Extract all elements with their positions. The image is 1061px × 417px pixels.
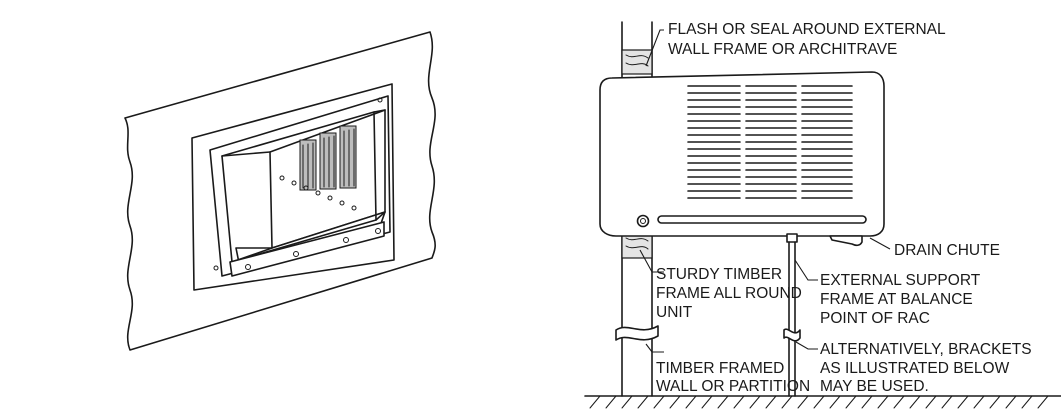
section-illustration: FLASH OR SEAL AROUND EXTERNAL WALL FRAME…: [584, 21, 1061, 409]
rail-screws: [245, 228, 381, 270]
sleeve-base-rail: [229, 221, 385, 277]
label-sturdy-line-3: UNIT: [656, 304, 693, 321]
label-support-line-2: FRAME AT BALANCE: [820, 291, 973, 308]
sleeve-front-frame: [209, 95, 391, 277]
leader-lines: [639, 29, 891, 353]
floor-holes: [279, 175, 357, 211]
external-support-post: [783, 233, 801, 397]
ac-grille: [687, 85, 853, 199]
ac-bottom-vent: [657, 215, 867, 224]
ground-hatching: [589, 395, 1049, 409]
label-alt-line-1: ALTERNATIVELY, BRACKETS: [820, 341, 1032, 358]
wall-sleeve-illustration: [124, 31, 436, 351]
label-sturdy-line-2: FRAME ALL ROUND: [656, 285, 802, 302]
label-alt-line-2: AS ILLUSTRATED BELOW: [820, 360, 1010, 377]
ac-unit-body: [599, 71, 885, 237]
label-sturdy-line-1: STURDY TIMBER: [656, 266, 782, 283]
label-timber-line-1: TIMBER FRAMED: [656, 360, 784, 377]
ac-indicator-icon: [636, 214, 650, 228]
label-support-line-3: POINT OF RAC: [820, 310, 930, 327]
label-drain-chute: DRAIN CHUTE: [894, 242, 1000, 259]
label-timber-line-2: WALL OR PARTITION: [656, 378, 810, 395]
label-flash-line-1: FLASH OR SEAL AROUND EXTERNAL: [668, 21, 946, 38]
sleeve-louvres: [299, 125, 357, 191]
label-alt-line-3: MAY BE USED.: [820, 378, 929, 395]
label-flash-line-2: WALL FRAME OR ARCHITRAVE: [668, 41, 897, 58]
label-support-line-1: EXTERNAL SUPPORT: [820, 272, 981, 289]
drain-chute: [829, 235, 863, 247]
